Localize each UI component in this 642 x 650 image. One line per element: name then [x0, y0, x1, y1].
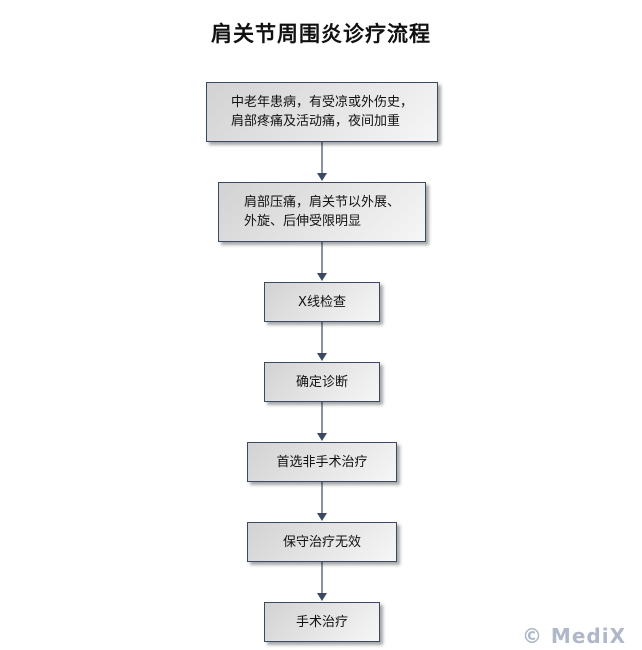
flowchart-title: 肩关节周围炎诊疗流程 [211, 21, 431, 46]
step-symptom-history: 中老年患病，有受凉或外伤史， 肩部疼痛及活动痛，夜间加重 [206, 82, 438, 142]
medix-watermark: © MediX [521, 624, 626, 648]
step-conservative-failed: 保守治疗无效 [247, 522, 397, 562]
step-1-label: 中老年患病，有受凉或外伤史， 肩部疼痛及活动痛，夜间加重 [230, 95, 413, 129]
step-2-label: 肩部压痛，肩关节以外展、 外旋、后伸受限明显 [243, 195, 400, 229]
step-diagnosis: 确定诊断 [264, 362, 380, 402]
step-xray-exam: X线检查 [264, 282, 380, 322]
step-physical-exam: 肩部压痛，肩关节以外展、 外旋、后伸受限明显 [218, 182, 426, 242]
step-5-label: 首选非手术治疗 [276, 454, 368, 470]
step-7-label: 手术治疗 [295, 614, 348, 630]
step-nonsurgical-treatment: 首选非手术治疗 [247, 442, 397, 482]
step-4-label: 确定诊断 [295, 374, 348, 390]
step-surgical-treatment: 手术治疗 [264, 602, 380, 642]
step-3-label: X线检查 [298, 294, 346, 310]
step-6-label: 保守治疗无效 [282, 534, 361, 550]
